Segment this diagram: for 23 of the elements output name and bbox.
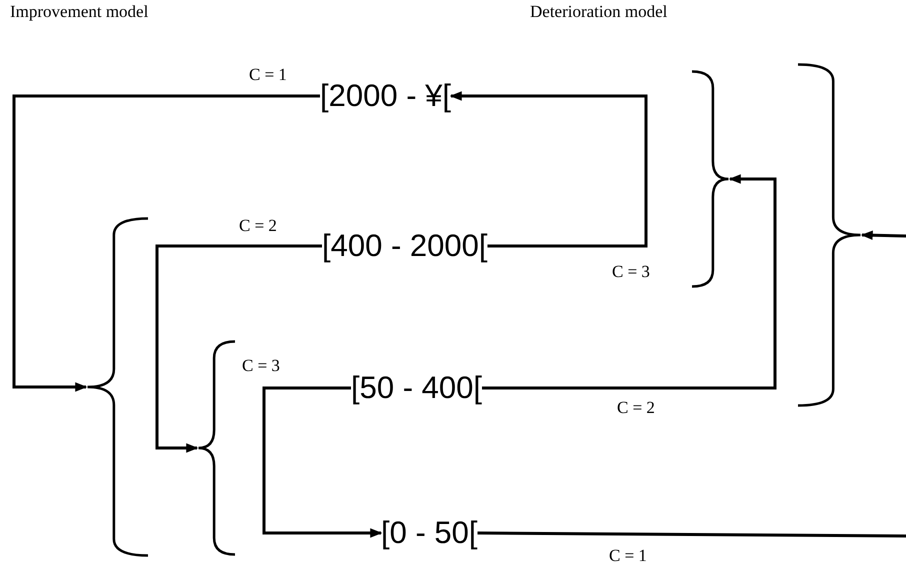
edge-label: C = 2 [617,399,655,417]
arrow [450,91,648,248]
arrow [12,94,320,392]
interval-label: [50 - 400[ [351,370,482,406]
curly-brace [798,63,862,407]
edge-label: C = 3 [612,263,650,281]
column-heading: Deterioration model [530,2,668,22]
interval-label: [400 - 2000[ [322,228,488,264]
connector-line [478,532,906,538]
curly-brace [86,217,148,557]
curly-brace [692,70,730,288]
column-heading: Improvement model [10,2,148,22]
arrow [262,386,382,538]
edge-label: C = 1 [609,547,647,565]
arrow [156,244,322,453]
curly-brace [197,340,235,556]
edge-label: C = 1 [249,66,287,84]
edge-label: C = 3 [242,357,280,375]
arrow [860,230,906,240]
interval-label: [0 - 50[ [381,515,478,551]
arrow [482,174,776,390]
interval-label: [2000 - ¥[ [320,78,451,114]
edge-label: C = 2 [239,217,277,235]
